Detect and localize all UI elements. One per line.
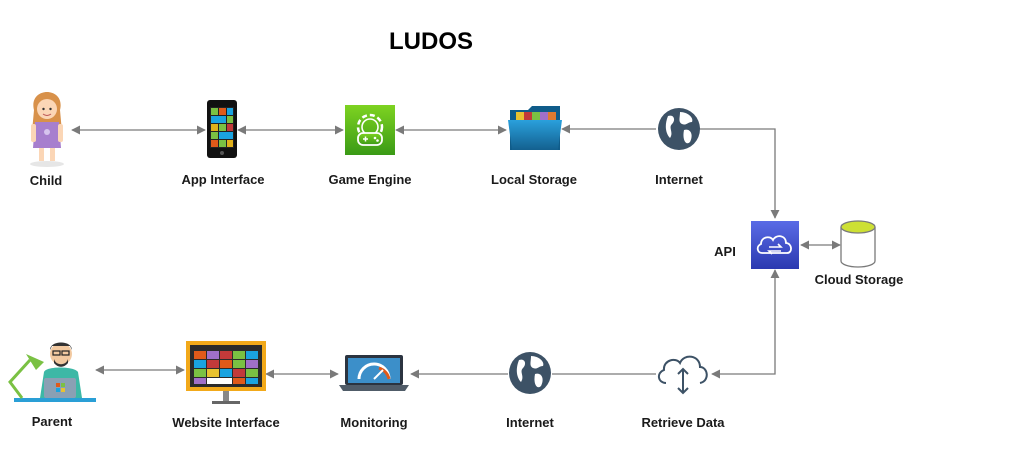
- label-app-interface: App Interface: [181, 172, 264, 187]
- folder-icon: [508, 106, 562, 150]
- connectors: [71, 124, 841, 379]
- child-icon: [30, 92, 64, 167]
- globe-icon: [658, 108, 700, 150]
- label-monitoring: Monitoring: [340, 415, 407, 430]
- label-child: Child: [30, 173, 63, 188]
- laptop-gauge-icon: [339, 355, 409, 391]
- label-game-engine: Game Engine: [328, 172, 411, 187]
- game-engine-icon: [345, 105, 395, 155]
- label-internet-bottom: Internet: [506, 415, 554, 430]
- smartphone-icon: [207, 100, 237, 158]
- label-internet-top: Internet: [655, 172, 703, 187]
- diagram-title: LUDOS: [389, 28, 473, 55]
- label-retrieve-data: Retrieve Data: [641, 415, 725, 430]
- label-parent: Parent: [32, 414, 73, 429]
- label-api: API: [714, 244, 736, 259]
- database-cylinder-icon: [840, 220, 876, 268]
- edge-internet-api: [700, 128, 780, 219]
- parent-at-desk-icon: [8, 342, 96, 402]
- label-website-interface: Website Interface: [172, 415, 279, 430]
- label-local-storage: Local Storage: [491, 172, 577, 187]
- cloud-sync-icon: [751, 221, 799, 269]
- globe-icon: [509, 352, 551, 394]
- monitor-icon: [186, 341, 266, 404]
- edge-api-retrieve: [711, 269, 780, 379]
- cloud-upload-download-icon: [658, 355, 708, 395]
- label-cloud-storage: Cloud Storage: [815, 272, 904, 287]
